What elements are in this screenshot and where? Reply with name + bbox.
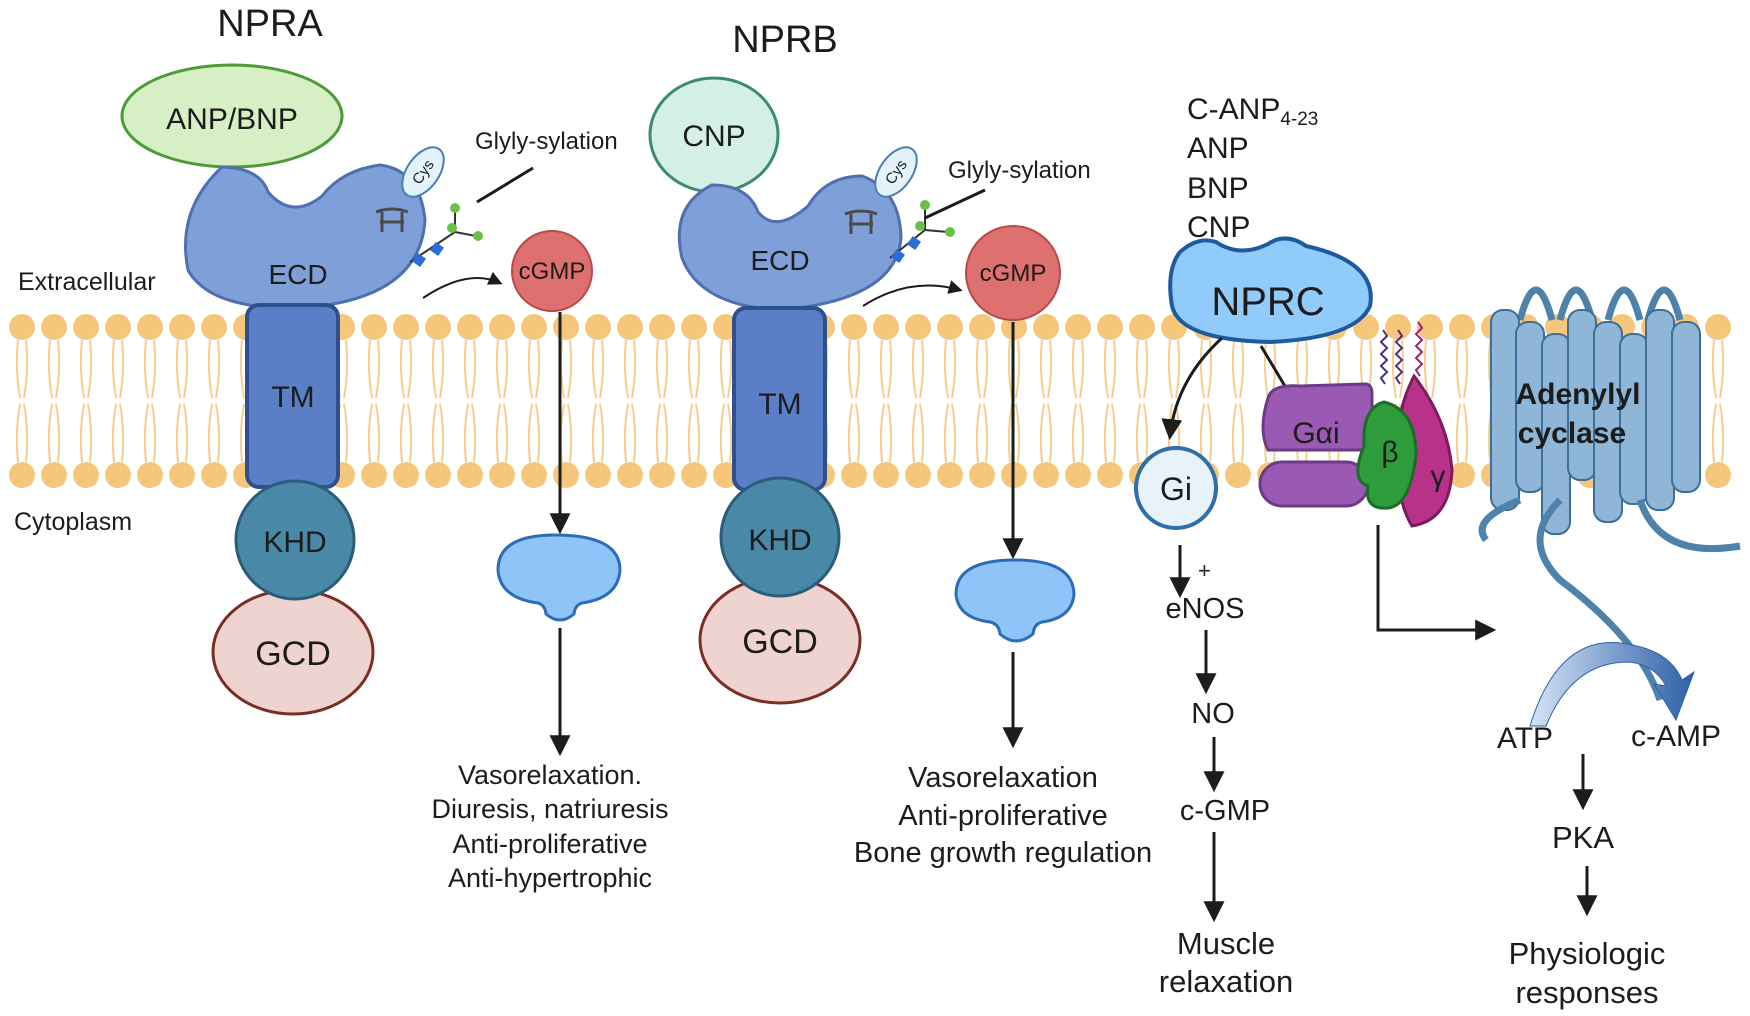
pka-label: PKA (1552, 820, 1614, 855)
g-beta-label: β (1381, 436, 1398, 469)
nprc-ligand-cnp: CNP (1187, 211, 1250, 244)
gi-protein (1134, 446, 1218, 530)
npra-glycosylation-label: Glyly-sylation (475, 128, 618, 155)
nprb-tm-label: TM (758, 388, 801, 421)
lipid-anchor-icon (1414, 321, 1424, 377)
nprb-cgmp-node (965, 225, 1061, 321)
extracellular-label: Extracellular (18, 268, 156, 296)
g-alpha-label: Gαi (1292, 417, 1339, 450)
muscle-relaxation-line2: relaxation (1159, 964, 1293, 999)
g-beta-subunit (1356, 400, 1418, 510)
nprb-cys-bubble (874, 146, 918, 198)
npra-glycan-icon (409, 203, 483, 267)
nprc-ligand-c-anp: C-ANP4-23 (1187, 93, 1318, 130)
nprb-gcd-label: GCD (742, 623, 818, 661)
nprb-glycan-icon (889, 200, 955, 263)
npra-effect-item: Anti-hypertrophic (448, 863, 652, 893)
g-alpha-lower-lobe (1258, 460, 1370, 508)
nprb-effect-item: Anti-proliferative (898, 800, 1108, 832)
npra-effect-item: Anti-proliferative (452, 829, 647, 859)
npra-khd-domain (234, 479, 356, 601)
npra-disulfide-icon (375, 207, 409, 232)
npra-glycosylation-pointer (476, 166, 534, 204)
npra-cgmp-label: cGMP (519, 258, 586, 285)
adenylyl-cyclase-line2: cyclase (1518, 417, 1626, 450)
g-gamma-label: γ (1431, 460, 1446, 493)
nprc-receptor: C-ANP4-23 ANP BNP CNP NPRC Gi + eNOS NO … (1134, 93, 1497, 999)
nprb-disulfide-icon (844, 209, 878, 234)
nprb-ligand-label: CNP (682, 120, 745, 153)
nprb-title: NPRB (732, 19, 838, 61)
nprb-khd-domain (719, 476, 841, 598)
g-alpha-subunit (1261, 382, 1374, 452)
physiologic-responses-line1: Physiologic (1509, 936, 1666, 971)
npra-to-cgmp-arrow (422, 271, 503, 299)
nprb-khd-label: KHD (748, 524, 811, 557)
nprb-to-cgmp-arrow (862, 280, 963, 307)
gi-plus-sign: + (1198, 558, 1211, 583)
nprc-ligand-bnp: BNP (1187, 172, 1249, 205)
nprb-ecd-domain (677, 174, 903, 312)
nprb-effect-item: Bone growth regulation (854, 837, 1152, 869)
npra-ligand-label: ANP/BNP (166, 103, 298, 136)
gprotein-to-adenylyl-arrow (1376, 525, 1497, 641)
cytoplasm-label: Cytoplasm (14, 508, 132, 536)
no-label: NO (1191, 698, 1235, 730)
npra-effect-item: Diuresis, natriuresis (431, 794, 668, 824)
nprb-effector-protein (954, 558, 1076, 643)
lipid-anchor-icon (1379, 329, 1389, 385)
nprb-glycosylation-pointer (924, 188, 986, 220)
npra-ecd-domain (184, 163, 427, 310)
atp-to-camp-conversion-arrow (1529, 641, 1696, 727)
adenylyl-cyclase-helices (1478, 286, 1741, 702)
enos-label: eNOS (1166, 593, 1245, 625)
nprb-ecd-label: ECD (750, 245, 809, 276)
npra-khd-label: KHD (263, 526, 326, 559)
muscle-relaxation-line1: Muscle (1177, 926, 1275, 961)
nprb-effect-item: Vasorelaxation (908, 762, 1098, 794)
nprc-label: NPRC (1211, 280, 1324, 324)
npra-tm-label: TM (271, 381, 314, 414)
c-gmp-label: c-GMP (1180, 795, 1270, 827)
nprc-to-gi-arrow (1161, 336, 1224, 441)
npra-effect-item: Vasorelaxation. (458, 760, 642, 790)
npra-cys-bubble (401, 146, 445, 198)
nprb-glycosylation-label: Glyly-sylation (948, 157, 1091, 184)
nprb-cgmp-label: cGMP (980, 260, 1047, 287)
nprb-receptor: NPRB CNP ECD Cys Glyly-sylation TM GCD K… (648, 19, 1152, 869)
adenylyl-cyclase: Adenylyl cyclase ATP c-AMP PKA Physiolog… (1478, 286, 1741, 1010)
npra-cgmp-node (511, 230, 593, 312)
npra-receptor: NPRA ANP/BNP ECD Cys Glyly-sylation TM (120, 3, 669, 893)
physiologic-responses-line2: responses (1515, 975, 1658, 1010)
npra-effector-protein (496, 533, 622, 622)
g-protein-complex: Gαi γ β (1258, 321, 1454, 528)
npra-title: NPRA (217, 3, 323, 45)
atp-label: ATP (1497, 722, 1553, 755)
nprc-ligand-anp: ANP (1187, 132, 1249, 165)
gi-label: Gi (1160, 471, 1192, 507)
lipid-anchor-icon (1394, 329, 1404, 385)
camp-label: c-AMP (1631, 720, 1721, 753)
adenylyl-cyclase-line1: Adenylyl (1515, 378, 1640, 411)
npra-ecd-label: ECD (268, 259, 327, 290)
npra-gcd-label: GCD (255, 635, 331, 673)
nprc-receptor-body (1168, 236, 1373, 345)
